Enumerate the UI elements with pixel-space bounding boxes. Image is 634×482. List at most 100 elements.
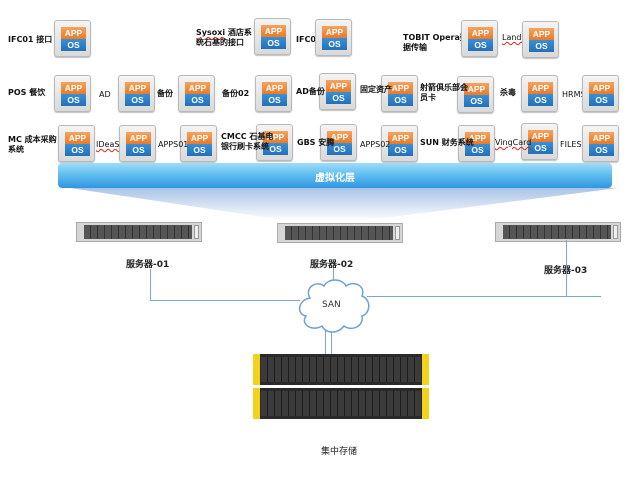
os-layer: OS: [185, 94, 210, 106]
app-layer: APP: [125, 82, 150, 94]
os-layer: OS: [388, 144, 413, 156]
server-01-rack[interactable]: [76, 222, 202, 242]
os-layer: OS: [589, 94, 614, 106]
os-layer: OS: [327, 143, 352, 155]
vm-label: 固定资产: [360, 85, 392, 94]
app-layer: APP: [529, 28, 554, 40]
os-layer: OS: [261, 37, 286, 49]
drive-bays: [84, 225, 192, 239]
server-03-rack[interactable]: [495, 222, 621, 242]
server-01-label: 服务器-01: [126, 260, 170, 270]
app-layer: APP: [126, 132, 151, 144]
shelf-bezel-right: [422, 388, 429, 419]
vm-label: CMCC 石基电 银行刷卡系统: [221, 132, 274, 151]
vm-label: AD备份: [296, 87, 325, 96]
os-layer: OS: [468, 39, 493, 51]
os-layer: OS: [388, 94, 413, 106]
vm-label: GBS 安腾: [297, 138, 335, 147]
app-layer: APP: [65, 132, 90, 144]
vm-label: MC 成本采购 系统: [8, 135, 57, 154]
drive-bays: [503, 225, 611, 239]
wire-server-01: [150, 269, 151, 301]
os-layer: OS: [61, 39, 86, 51]
storage-shelf: [253, 388, 429, 419]
vm-label: IDeaS: [96, 140, 120, 149]
wire-server-01-h: [150, 300, 300, 301]
wire-storage-a: [325, 328, 326, 354]
vm-label-wavy-part: Sysoxi: [196, 28, 226, 37]
wire-storage-b: [331, 328, 332, 354]
os-layer: OS: [187, 144, 212, 156]
app-layer: APP: [263, 131, 288, 143]
central-storage-array[interactable]: [253, 354, 429, 420]
os-layer: OS: [528, 94, 553, 106]
vm-label: IFC01 接口: [8, 35, 53, 44]
vm-label: 射箭俱乐部会 员卡: [420, 83, 468, 102]
app-layer: APP: [326, 80, 351, 92]
os-layer: OS: [61, 94, 86, 106]
projection-shape: [70, 188, 618, 221]
app-layer: APP: [388, 132, 413, 144]
app-layer: APP: [528, 82, 553, 94]
vm-label: SUN 财务系统: [420, 138, 474, 147]
vm-label: Sysoxi 酒店系统石基的接口: [196, 28, 252, 47]
vm-label: POS 餐饮: [8, 88, 46, 97]
vm-label: 杀毒: [500, 88, 516, 97]
os-layer: OS: [262, 94, 287, 106]
vm-label: FILES: [560, 140, 582, 149]
app-layer: APP: [322, 26, 347, 38]
vm-label: APPS02: [360, 140, 391, 149]
wire-server-02: [333, 268, 334, 282]
app-layer: APP: [589, 82, 614, 94]
server-ear: [613, 225, 618, 239]
os-layer: OS: [589, 144, 614, 156]
vm-label: TOBIT Opera数 据传输: [403, 33, 468, 52]
disk-slots: [261, 391, 421, 416]
shelf-bezel-left: [253, 388, 260, 419]
shelf-bezel-right: [422, 354, 429, 385]
shelf-bezel-left: [253, 354, 260, 385]
server-02-label: 服务器-02: [310, 260, 354, 270]
app-layer: APP: [528, 130, 553, 142]
app-layer: APP: [61, 27, 86, 39]
storage-label: 集中存储: [321, 447, 358, 457]
vm-label: 备份: [157, 89, 173, 98]
vm-label: APPS01: [158, 140, 189, 149]
app-layer: APP: [327, 131, 352, 143]
os-layer: OS: [126, 144, 151, 156]
app-layer: APP: [262, 82, 287, 94]
server-ear: [194, 225, 199, 239]
os-layer: OS: [464, 95, 489, 107]
os-layer: OS: [263, 143, 288, 155]
os-layer: OS: [322, 38, 347, 50]
app-layer: APP: [464, 83, 489, 95]
server-02-rack[interactable]: [277, 223, 403, 243]
os-layer: OS: [529, 40, 554, 52]
vm-label: VingCard: [495, 138, 532, 147]
os-layer: OS: [528, 142, 553, 154]
app-layer: APP: [187, 132, 212, 144]
